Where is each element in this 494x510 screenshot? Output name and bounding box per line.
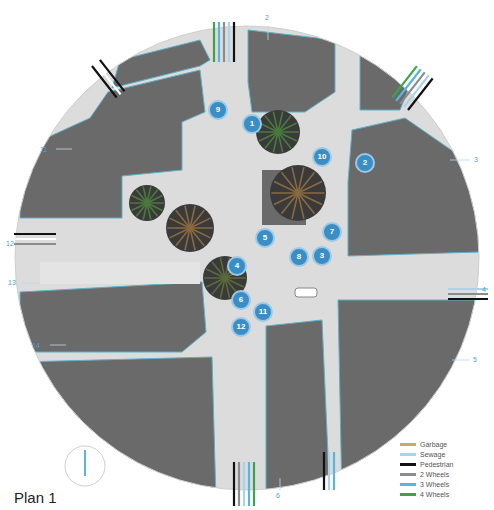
callout-label: 13	[8, 279, 16, 286]
callout-circle: 9	[208, 100, 228, 120]
callout-number: 12	[237, 323, 246, 331]
tree-branch	[147, 203, 151, 220]
callout-number: 5	[263, 234, 267, 242]
tree-branch	[132, 203, 147, 210]
callout-circle: 1	[242, 114, 262, 134]
tree-branch	[298, 181, 322, 193]
legend-row: 4 Wheels	[400, 490, 449, 499]
legend-swatch	[400, 463, 416, 466]
tree-branch	[185, 206, 190, 228]
tree-branch	[220, 258, 225, 278]
callout-number: 2	[363, 159, 367, 167]
legend-text: Pedestrian	[420, 461, 453, 468]
tree-branch	[292, 167, 298, 193]
callout-number: 6	[239, 296, 243, 304]
callout-circle: 3	[312, 246, 332, 266]
tree-branch	[204, 277, 225, 279]
tree-branch	[259, 132, 278, 141]
tree-branch	[190, 227, 213, 229]
tree-branch	[167, 227, 190, 229]
tree-branch	[169, 228, 190, 238]
callout-circle: 5	[255, 228, 275, 248]
callout-circle: 10	[312, 147, 332, 167]
tree-canopy	[166, 204, 214, 252]
callout-label: 14	[32, 342, 40, 349]
tree-branch	[278, 123, 297, 132]
legend-text: 4 Wheels	[420, 491, 449, 498]
tree-branch	[274, 193, 298, 205]
legend-row: Pedestrian	[400, 460, 453, 469]
callout-number: 11	[259, 308, 267, 316]
legend-text: Sewage	[420, 451, 445, 458]
callout-circle: 11	[253, 302, 273, 322]
tree-branch	[190, 218, 211, 228]
plan-title: Plan 1	[14, 490, 57, 505]
legend-swatch	[400, 483, 416, 486]
callout-number: 1	[250, 120, 254, 128]
legend-row: 2 Wheels	[400, 470, 449, 479]
callout-label: 4	[482, 286, 486, 293]
tree-branch	[225, 277, 246, 279]
callout-label: 11	[40, 146, 47, 153]
tree-canopy	[270, 165, 326, 221]
legend-text: 3 Wheels	[420, 481, 449, 488]
callout-label: 12	[6, 240, 14, 247]
legend-swatch	[400, 473, 416, 476]
tree-branch	[257, 131, 278, 133]
callout-number: 4	[235, 262, 239, 270]
tree-branch	[190, 228, 195, 250]
callout-number: 8	[297, 253, 301, 261]
tree-branch	[147, 196, 162, 203]
tree-branch	[143, 186, 147, 203]
callout-number: 7	[330, 228, 334, 236]
callout-number: 10	[318, 153, 327, 161]
callout-label: 6	[276, 492, 280, 499]
callout-label: 5	[473, 356, 477, 363]
callout-circle: 4	[227, 256, 247, 276]
callout-circle: 8	[289, 247, 309, 267]
tree-branch	[271, 192, 298, 194]
tree-canopy	[256, 110, 300, 154]
legend-text: Garbage	[420, 441, 447, 448]
callout-label: 2	[265, 14, 269, 21]
tree-branch	[225, 278, 230, 298]
legend-row: Garbage	[400, 440, 447, 449]
legend-text: 2 Wheels	[420, 471, 449, 478]
callout-circle: 7	[322, 222, 342, 242]
tree-branch	[206, 278, 225, 287]
legend-swatch	[400, 443, 416, 446]
tree-branch	[278, 131, 299, 133]
legend-row: Sewage	[400, 450, 445, 459]
callout-number: 3	[320, 252, 324, 260]
callout-label: 3	[474, 156, 478, 163]
tree-branch	[278, 132, 283, 152]
tree-branch	[298, 193, 304, 219]
legend-row: 3 Wheels	[400, 480, 449, 489]
tree-branch	[298, 192, 325, 194]
callout-circle: 12	[231, 317, 251, 337]
callout-circle: 6	[231, 290, 251, 310]
legend-swatch	[400, 493, 416, 496]
legend-swatch	[400, 453, 416, 456]
tree-branch	[273, 112, 278, 132]
tree-canopy	[129, 185, 165, 221]
callout-circle: 2	[355, 153, 375, 173]
callout-number: 9	[216, 106, 220, 114]
